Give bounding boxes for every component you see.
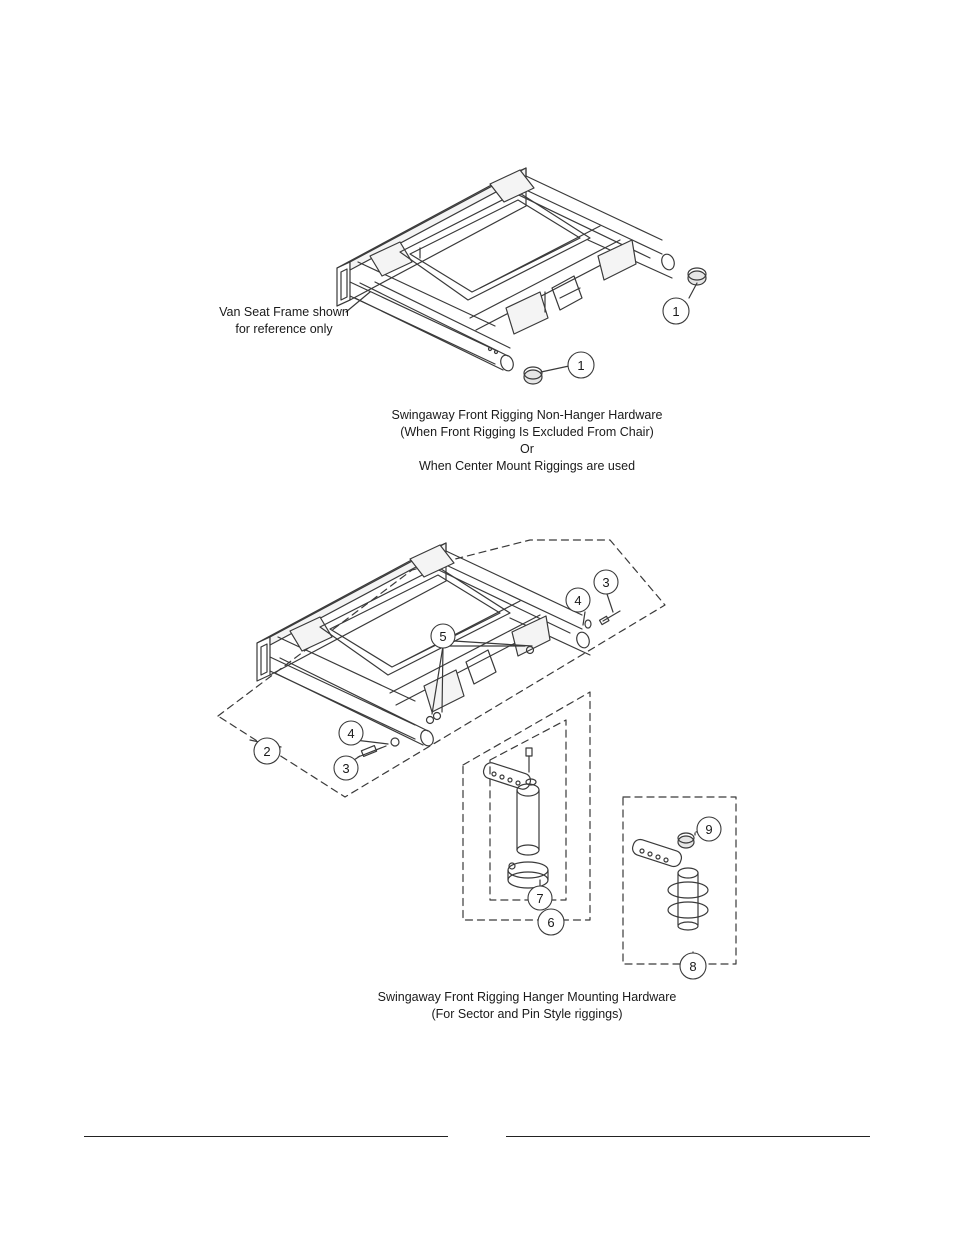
bottom-caption-line2: (For Sector and Pin Style riggings)	[431, 1007, 623, 1021]
callout-7: 7	[536, 891, 543, 906]
callout-5: 5	[439, 629, 446, 644]
kit-enclosure-7	[489, 719, 567, 901]
bottom-diagram-caption: Swingaway Front Rigging Hanger Mounting …	[367, 989, 687, 1023]
kit-enclosure-8	[622, 796, 737, 965]
front-round-tube	[354, 282, 514, 372]
callout-circle-2	[253, 737, 281, 765]
callout-1b: 1	[577, 358, 584, 373]
callout-circle-9	[696, 816, 722, 842]
top-caption-line4: When Center Mount Riggings are used	[418, 459, 636, 473]
end-plug-left	[523, 366, 543, 385]
kit-enclosure-2	[217, 539, 666, 798]
callout-4a: 4	[574, 593, 581, 608]
callout-1a: 1	[672, 304, 679, 319]
callout-4b: 4	[347, 726, 354, 741]
footer-rule-left	[84, 1136, 448, 1137]
end-plug-right	[687, 267, 707, 286]
callout-6: 6	[547, 915, 554, 930]
bottom-frame-diagram	[217, 539, 737, 965]
callout-circle-8	[679, 952, 707, 980]
seat-inner-frame	[399, 191, 601, 301]
callout-circle-6	[537, 908, 565, 936]
bottom-caption-line1: Swingaway Front Rigging Hanger Mounting …	[377, 990, 677, 1004]
callout-8: 8	[689, 959, 696, 974]
right-side-rail	[489, 169, 675, 279]
footer-rule-right	[506, 1136, 870, 1137]
top-caption-line3: Or	[520, 442, 534, 456]
callout-circle-5	[430, 623, 456, 649]
callout-circle-7	[527, 885, 553, 911]
callout-3a: 3	[602, 575, 609, 590]
callout-circle-4b	[338, 720, 364, 746]
callout-2: 2	[263, 744, 270, 759]
top-diagram-caption: Swingaway Front Rigging Non-Hanger Hardw…	[367, 407, 687, 475]
callout-circle-4a	[565, 587, 591, 613]
top-caption-line2: (When Front Rigging Is Excluded From Cha…	[400, 425, 654, 439]
callout-9: 9	[705, 822, 712, 837]
reference-note-line1: Van Seat Frame shown	[219, 305, 349, 319]
callout-circle-1a	[662, 297, 690, 325]
top-caption-line1: Swingaway Front Rigging Non-Hanger Hardw…	[391, 408, 663, 422]
reference-note: Van Seat Frame shown for reference only	[214, 304, 354, 338]
callout-circle-3a	[593, 569, 619, 595]
note-leader	[345, 291, 371, 313]
kit-enclosure-6	[462, 691, 591, 921]
front-crossmember	[469, 239, 637, 335]
callout-circle-3b	[333, 755, 359, 781]
callout-3b: 3	[342, 761, 349, 776]
reference-note-line2: for reference only	[235, 322, 333, 336]
callout-circle-1b	[567, 351, 595, 379]
callout-leader-1a	[688, 282, 698, 299]
callout-leader-1b	[540, 365, 570, 373]
